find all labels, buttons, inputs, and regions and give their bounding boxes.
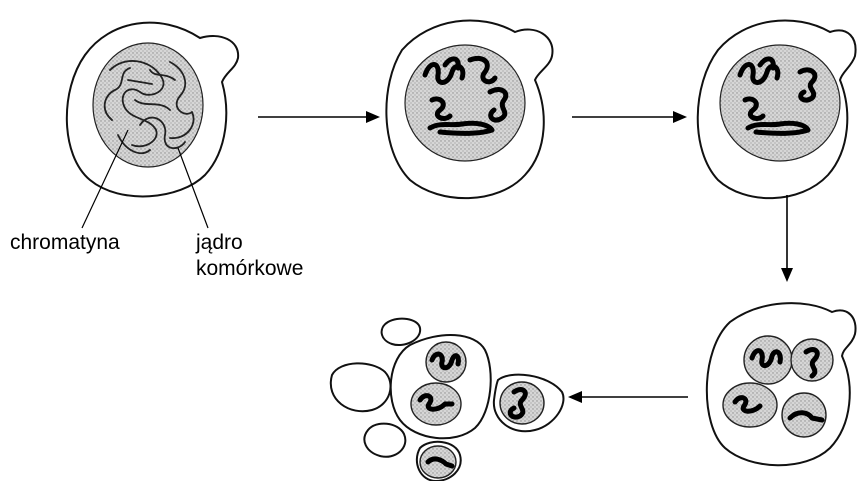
chromatin-leader-line: [81, 129, 129, 229]
apoptotic-body: [329, 362, 392, 413]
condensed-chromosomes: [422, 55, 509, 136]
condensed-chromosomes: [737, 56, 818, 136]
chromatin-network: [103, 60, 195, 155]
nucleus-leader-line: [177, 147, 209, 229]
nuclear-fragment: [419, 445, 457, 479]
cell-membrane: [705, 302, 857, 467]
stage-1-cell: [65, 21, 240, 198]
nuclear-fragment: [410, 382, 462, 426]
apoptotic-body: [363, 422, 407, 458]
stage-5-apoptotic-bodies: [329, 317, 565, 481]
cell-nucleus: [719, 44, 841, 162]
stage-3-cell: [696, 19, 857, 200]
cell-nucleus: [404, 44, 526, 162]
chromatin-label: chromatyna: [10, 231, 120, 254]
arrow-stage3-to-stage4: [781, 195, 793, 282]
nuclear-fragments: [722, 335, 834, 438]
stage-2-cell: [385, 19, 554, 200]
arrow-stage2-to-stage3: [572, 111, 687, 123]
stage-4-cell: [705, 302, 857, 467]
arrow-stage4-to-stage5: [568, 391, 688, 403]
cell-nucleus: [92, 42, 204, 168]
apoptotic-body: [380, 317, 422, 346]
arrow-stage1-to-stage2: [258, 111, 380, 123]
nuclear-fragment: [722, 382, 778, 428]
nucleus-label-line2: komórkowe: [196, 257, 303, 280]
nucleus-label-line1: jądro: [195, 231, 243, 254]
